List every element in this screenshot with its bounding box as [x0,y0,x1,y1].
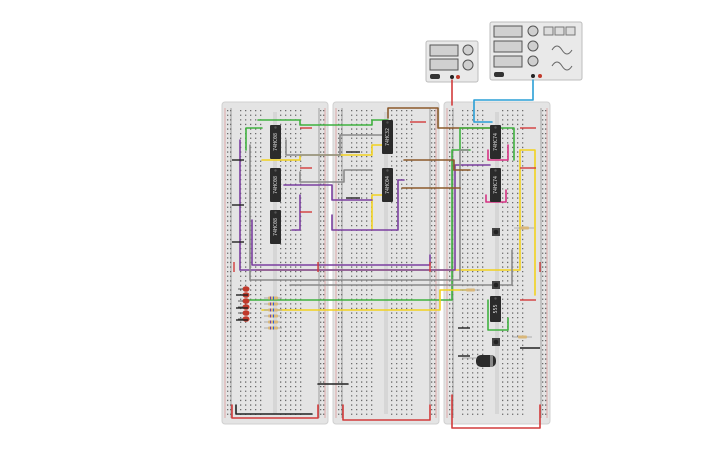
ic-chip-label: 74HC32 [385,128,391,146]
wire-gray-3[interactable] [299,169,373,183]
electrolytic-capacitor[interactable] [462,355,496,367]
led[interactable] [238,310,250,316]
wire-green-555[interactable] [487,299,509,331]
led[interactable] [238,298,250,304]
triangle-wave-icon[interactable] [554,26,565,36]
ic-chip-label: 74HC74 [493,133,499,151]
current-knob[interactable] [462,59,474,71]
ic-chip-74hc04[interactable]: 74HC04 [382,168,393,202]
amplitude-knob[interactable] [527,40,539,52]
wire-brown-2[interactable] [403,159,471,171]
sine-wave-preview-icon [551,45,573,55]
ic-chip-74hc74[interactable]: 74HC74 [490,125,501,159]
wire-gray-long[interactable] [249,144,469,281]
wire-pink-1[interactable] [487,144,509,161]
wire-brown-top[interactable] [387,107,493,129]
ic-chip-label: 74HC08 [273,218,279,236]
square-wave-icon[interactable] [543,26,554,36]
generator-terminal-negative[interactable] [531,74,535,78]
ic-chip-label: 555 [493,304,499,313]
ic-chip-label: 74HC08 [273,176,279,194]
wire-purple-2[interactable] [331,179,405,231]
generator-power-switch[interactable] [494,72,504,77]
push-button[interactable] [492,338,500,346]
ic-chip-74hc74[interactable]: 74HC74 [490,168,501,202]
ic-chip-74hc08[interactable]: 74HC08 [270,125,281,159]
wire-gray-2[interactable] [289,249,513,286]
offset-display [493,55,523,68]
wire-purple-1[interactable] [283,184,373,201]
frequency-display [493,25,523,38]
ic-chip-74hc08[interactable]: 74HC08 [270,210,281,244]
power-switch[interactable] [430,74,440,79]
ic-chip-label: 74HC04 [385,176,391,194]
wire-blue-signal[interactable] [473,79,534,123]
resistor[interactable] [264,320,282,324]
dc-power-supply[interactable] [425,40,479,83]
ic-chip-74hc08[interactable]: 74HC08 [270,168,281,202]
wire-green-2[interactable] [245,127,263,151]
wire-yellow-4[interactable] [519,149,536,296]
resistor[interactable] [264,308,282,312]
ic-chip-label: 74HC08 [273,133,279,151]
led[interactable] [238,286,250,292]
wire-black-rail-left[interactable] [235,404,313,415]
resistor[interactable] [264,314,282,318]
ic-chip-74hc32[interactable]: 74HC32 [382,120,393,154]
resistor[interactable] [512,335,532,339]
resistor[interactable] [460,288,480,292]
voltage-knob[interactable] [462,44,474,56]
wire-yellow-2[interactable] [261,289,471,311]
wire-purple-long[interactable] [239,139,491,271]
wire-red-rail-left[interactable] [231,404,319,419]
sine-wave-preview-icon-2 [551,61,573,71]
resistor[interactable] [514,226,534,230]
wire-red-rail-right[interactable] [451,394,541,429]
ic-chip-label: 74HC74 [493,176,499,194]
terminal-negative[interactable] [450,75,454,79]
push-button[interactable] [492,281,500,289]
sawtooth-wave-icon[interactable] [565,26,576,36]
generator-terminal-positive[interactable] [538,74,542,78]
resistor[interactable] [264,302,282,306]
terminal-positive[interactable] [456,75,460,79]
offset-knob[interactable] [527,55,539,67]
ic-chip-555[interactable]: 555 [490,296,501,322]
push-button[interactable] [492,228,500,236]
frequency-knob[interactable] [527,25,539,37]
resistor[interactable] [264,326,282,330]
wire-purple-4[interactable] [291,194,301,231]
wire-red-rail-mid[interactable] [342,404,431,421]
amplitude-display [493,40,523,53]
wire-green-1[interactable] [257,119,389,126]
voltage-display [429,44,459,57]
wire-purple-3[interactable] [251,219,431,266]
wire-green-3[interactable] [459,127,515,161]
wire-gray-1[interactable] [285,134,389,156]
resistor[interactable] [264,296,282,300]
function-generator[interactable] [489,21,583,81]
current-display [429,58,459,71]
